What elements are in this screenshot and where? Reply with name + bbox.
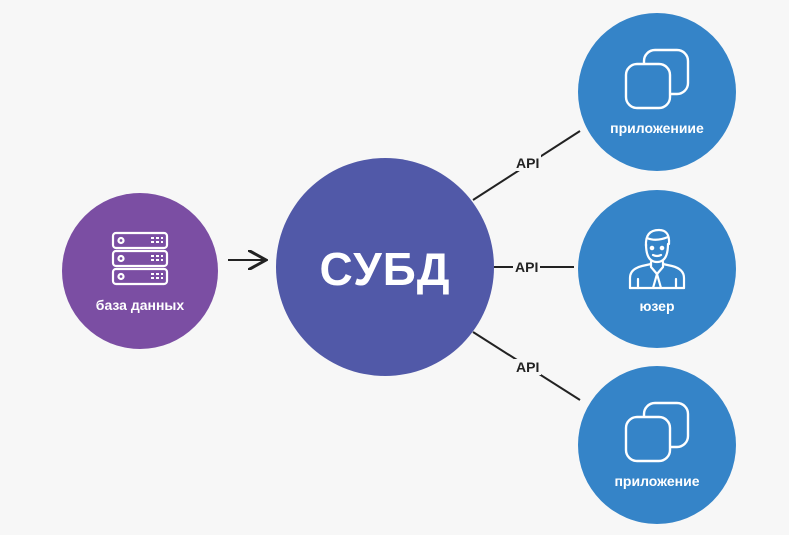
- user-icon: [628, 228, 686, 290]
- app-bottom-label: приложение: [614, 473, 700, 489]
- dbms-node: СУБД: [276, 158, 494, 376]
- user-label: юзер: [639, 298, 675, 314]
- database-node: база данных: [62, 193, 218, 349]
- api-label-middle: API: [513, 259, 541, 275]
- database-label: база данных: [95, 297, 185, 313]
- api-label-bottom: API: [514, 359, 542, 375]
- api-label-top: API: [514, 155, 542, 171]
- app-windows-icon: [624, 48, 690, 110]
- dbms-label: СУБД: [319, 243, 451, 295]
- user-node: юзер: [578, 190, 736, 348]
- app-windows-icon: [624, 401, 690, 463]
- server-icon: [111, 231, 169, 286]
- app-node-top: приложениие: [578, 13, 736, 171]
- app-node-bottom: приложение: [578, 366, 736, 524]
- app-top-label: приложениие: [610, 120, 704, 136]
